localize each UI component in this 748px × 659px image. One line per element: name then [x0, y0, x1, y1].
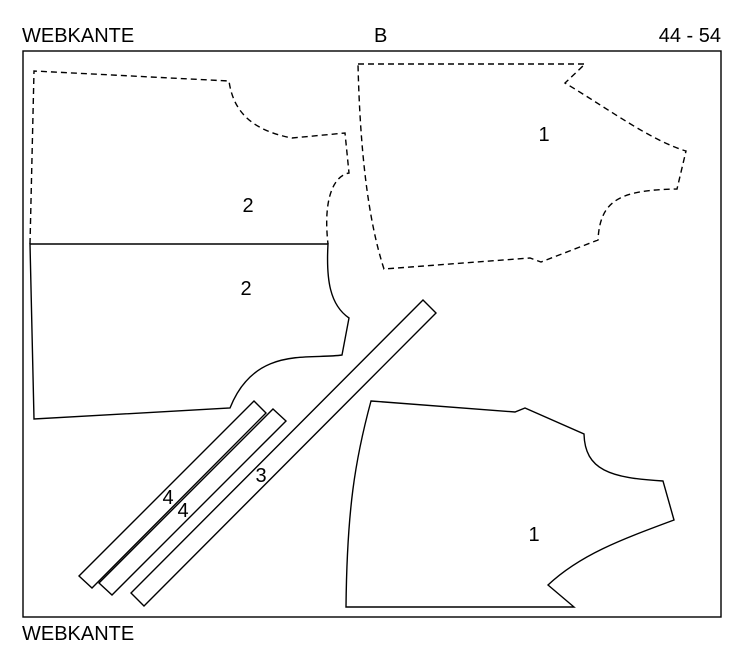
piece-label-1-upper: 1: [538, 124, 549, 146]
piece-1-outline: [345, 400, 675, 608]
piece-label-2-lower: 2: [240, 278, 251, 300]
piece-4-strip-b: [97, 408, 288, 596]
piece-2-mirrored-outline: [29, 70, 350, 245]
size-range-label: 44 - 54: [658, 25, 721, 47]
selvedge-label-bottom: WEBKANTE: [22, 623, 135, 645]
fabric-border: [22, 50, 722, 618]
layout-variant-label: B: [374, 25, 388, 47]
piece-label-4-a: 4: [162, 487, 173, 509]
piece-label-1-lower: 1: [528, 524, 539, 546]
piece-1-mirrored-outline: [357, 63, 687, 270]
piece-label-2-upper: 2: [242, 195, 253, 217]
piece-label-3: 3: [255, 465, 266, 487]
selvedge-label-top: WEBKANTE: [22, 25, 135, 47]
piece-label-4-b: 4: [177, 500, 188, 522]
piece-3-strip: [130, 299, 437, 607]
piece-4-strip-a: [77, 400, 267, 589]
piece-2-outline: [29, 243, 350, 420]
